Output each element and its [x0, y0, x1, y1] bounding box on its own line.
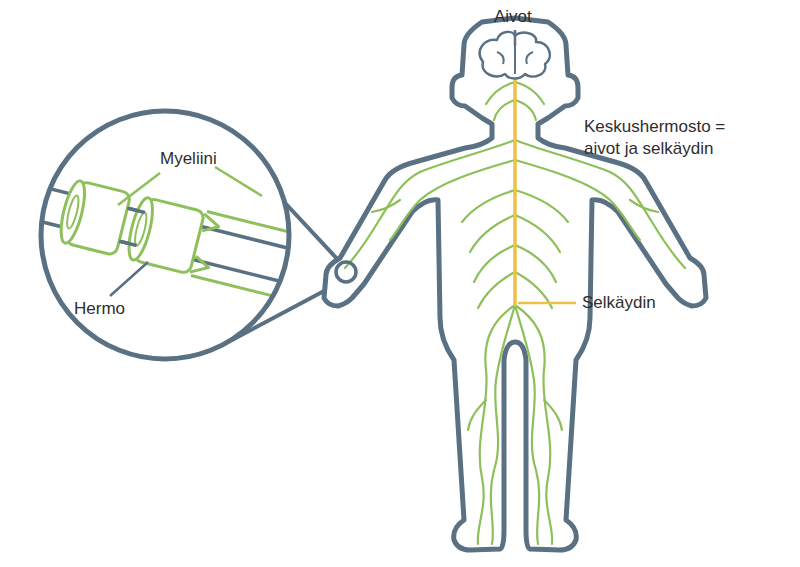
leader-line — [118, 173, 160, 205]
text-label: Keskushermosto = aivot ja selkäydin — [584, 116, 754, 160]
spinal-cord — [513, 78, 517, 306]
leader-line — [514, 30, 517, 46]
text-label: Myeliini — [160, 148, 217, 170]
text-label: Selkäydin — [582, 292, 656, 314]
leader-line — [110, 262, 148, 296]
text-label: Hermo — [74, 298, 125, 320]
body-outline — [324, 18, 706, 550]
leader-line — [518, 302, 576, 305]
text-label: Aivot — [494, 6, 532, 28]
nerve-closeup — [16, 168, 304, 300]
magnify-spot — [336, 262, 356, 282]
lens-ground — [41, 111, 289, 359]
leader-line — [215, 167, 262, 196]
magnifier-lens — [41, 111, 289, 359]
